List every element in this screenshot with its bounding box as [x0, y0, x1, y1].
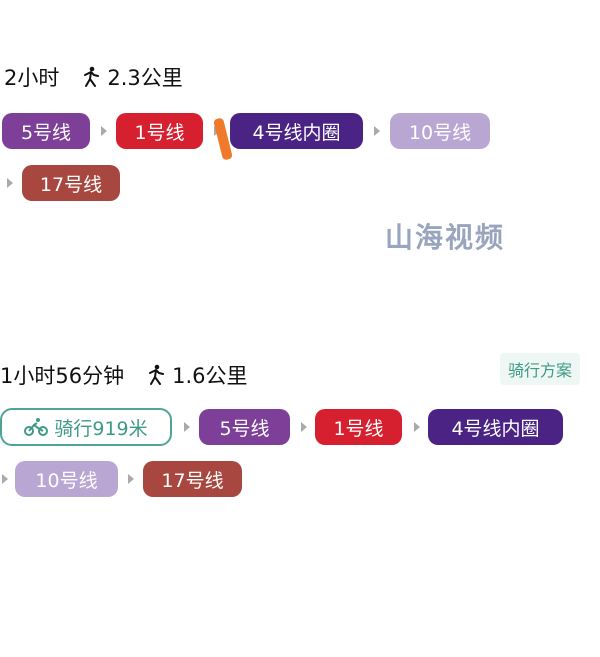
arrow-icon	[301, 422, 307, 432]
line-chip-17[interactable]: 17号线	[143, 461, 242, 497]
bike-segment-chip[interactable]: 骑行919米	[0, 408, 172, 446]
arrow-icon	[374, 126, 380, 136]
arrow-icon	[7, 178, 13, 188]
walking-icon	[81, 66, 101, 88]
cycling-plan-badge[interactable]: 骑行方案	[500, 353, 581, 385]
arrow-icon	[2, 474, 8, 484]
line-chip-4-inner[interactable]: 4号线内圈	[428, 409, 563, 445]
line-chip-4-inner[interactable]: 4号线内圈	[230, 113, 363, 149]
route-duration: 1小时56分钟	[0, 364, 125, 388]
line-chip-17[interactable]: 17号线	[22, 165, 120, 201]
line-chip-10[interactable]: 10号线	[390, 113, 490, 149]
walk-distance: 2.3公里	[107, 66, 183, 90]
walk-distance: 1.6公里	[172, 364, 248, 388]
bike-distance: 骑行919米	[54, 417, 148, 440]
line-chip-10[interactable]: 10号线	[15, 461, 118, 497]
line-chip-5[interactable]: 5号线	[199, 409, 290, 445]
arrow-icon	[101, 126, 107, 136]
walking-icon	[146, 364, 166, 386]
route-2-summary: 1小时56分钟 1.6公里	[0, 360, 248, 390]
route-1-summary: 2小时 2.3公里	[4, 62, 183, 92]
line-chip-1[interactable]: 1号线	[315, 409, 402, 445]
watermark: 山海视频	[385, 221, 506, 254]
line-chip-5[interactable]: 5号线	[2, 113, 90, 149]
bicycle-icon	[24, 417, 49, 437]
arrow-icon	[414, 422, 420, 432]
arrow-icon	[184, 422, 190, 432]
route-duration: 2小时	[4, 66, 60, 90]
arrow-icon	[128, 474, 134, 484]
line-chip-1[interactable]: 1号线	[116, 113, 203, 149]
